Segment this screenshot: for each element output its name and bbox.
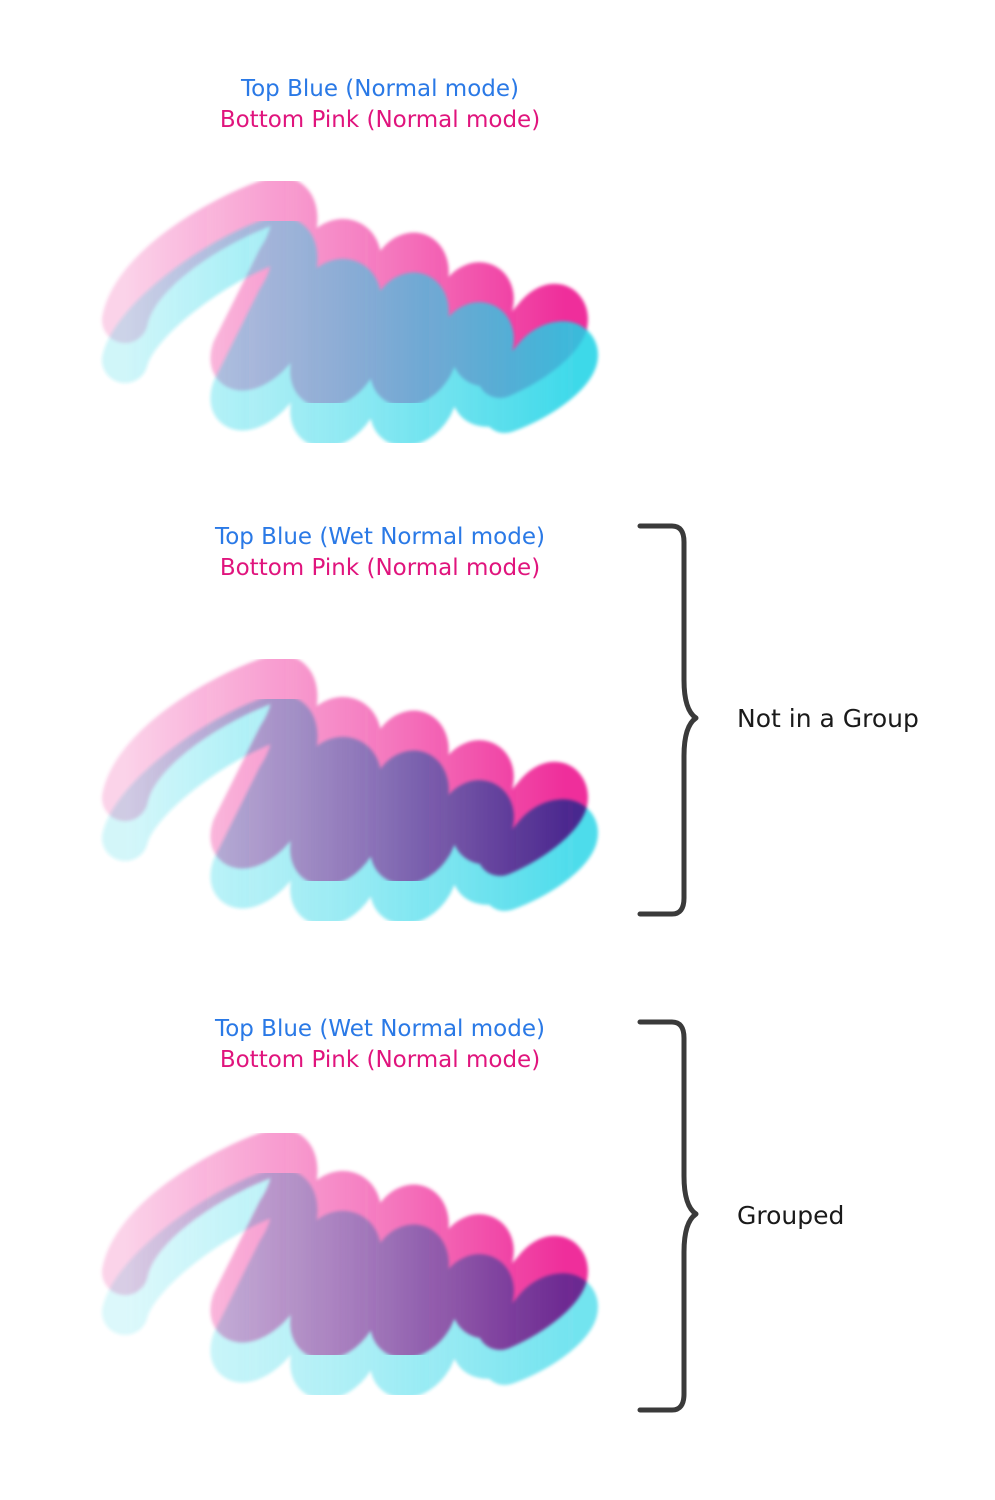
example-3-caption: Top Blue (Wet Normal mode) Bottom Pink (…: [130, 1014, 630, 1076]
not-in-group-label: Not in a Group: [737, 704, 919, 733]
example-2-bottom-label: Bottom Pink (Normal mode): [219, 555, 541, 581]
example-1-caption: Top Blue (Normal mode) Bottom Pink (Norm…: [130, 74, 630, 136]
example-3-bottom-label: Bottom Pink (Normal mode): [219, 1047, 541, 1073]
example-2-caption: Top Blue (Wet Normal mode) Bottom Pink (…: [130, 522, 630, 584]
example-2-top-label: Top Blue (Wet Normal mode): [215, 524, 545, 550]
example-1-brush-strokes: [102, 176, 598, 448]
example-3-top-label: Top Blue (Wet Normal mode): [215, 1016, 545, 1042]
example-1-top-label: Top Blue (Normal mode): [240, 76, 520, 102]
blue-brush-stroke: [102, 694, 598, 926]
blue-brush-stroke: [102, 1168, 598, 1400]
example-1-bottom-label: Bottom Pink (Normal mode): [219, 107, 541, 133]
bracket-curve: [637, 523, 699, 917]
grouped-label: Grouped: [737, 1201, 845, 1230]
bracket-not-in-group: [637, 523, 699, 917]
blue-brush-stroke: [102, 216, 598, 448]
bracket-curve: [637, 1019, 699, 1413]
bracket-grouped: [637, 1019, 699, 1413]
example-3-brush-strokes: [102, 1128, 598, 1400]
example-2-brush-strokes: [102, 654, 598, 926]
